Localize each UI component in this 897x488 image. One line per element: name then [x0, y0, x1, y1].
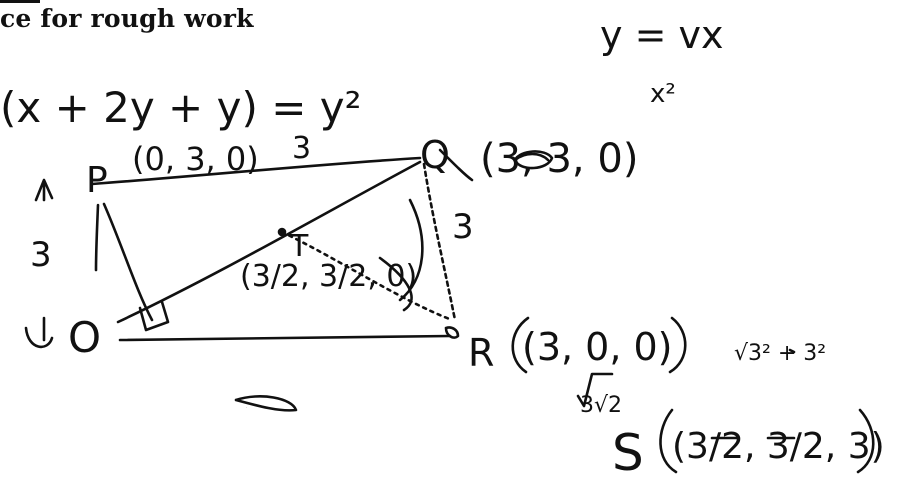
edge-OR — [118, 334, 452, 342]
R-open-paren — [511, 316, 530, 374]
S-close-paren — [856, 408, 875, 474]
coord-S: (3/2, 3/2, 3) — [672, 426, 885, 467]
note-root-expr: √3² + 3² — [734, 341, 826, 366]
S-open-paren — [659, 408, 678, 474]
coord-Q: (3, 3, 0) — [480, 136, 638, 182]
curve-T-1 — [378, 256, 413, 312]
right-angle-mark — [138, 300, 170, 332]
label-T: T — [289, 229, 309, 264]
note-equation: (x + 2y + y) = y² — [0, 83, 361, 132]
point-T — [277, 227, 287, 237]
height-arrow-down — [24, 316, 54, 349]
heading-rule — [0, 0, 40, 3]
R-close-paren — [668, 316, 687, 374]
height-arrow-up — [34, 178, 54, 202]
edge-OP — [102, 202, 154, 322]
Q-scribble — [513, 150, 554, 170]
tick-R — [444, 326, 460, 339]
edge-PQ — [90, 156, 422, 186]
label-Q: Q — [420, 133, 450, 177]
edge-QR — [422, 162, 457, 322]
page-heading: ce for rough work — [0, 4, 254, 33]
diagonal-OQ — [116, 160, 422, 324]
coord-P-side: 3 — [292, 131, 311, 166]
label-P: P — [86, 160, 108, 201]
label-S: S — [612, 424, 644, 482]
note-three-root-two: 3√2 — [580, 393, 622, 418]
coord-P: (0, 3, 0) — [132, 140, 259, 178]
height-OP: 3 — [30, 235, 52, 275]
curve-T-2 — [398, 198, 424, 302]
root-three-two — [576, 372, 614, 408]
coord-T: (3/2, 3/2, 0) — [240, 259, 417, 294]
note-x-squared: x² — [650, 79, 676, 109]
side-OR: 3 — [246, 407, 247, 409]
dash-Q — [438, 148, 474, 182]
side-OR-mark — [234, 395, 298, 412]
tick-S-root — [788, 348, 796, 354]
label-O: O — [68, 313, 101, 362]
coord-R: (3, 0, 0) — [522, 325, 673, 369]
label-R: R — [468, 331, 494, 375]
line-TR — [280, 230, 454, 322]
note-y-eq-vx: y = vx — [600, 13, 723, 57]
vertical-line-P — [94, 203, 100, 272]
side-QR: 3 — [452, 207, 474, 247]
